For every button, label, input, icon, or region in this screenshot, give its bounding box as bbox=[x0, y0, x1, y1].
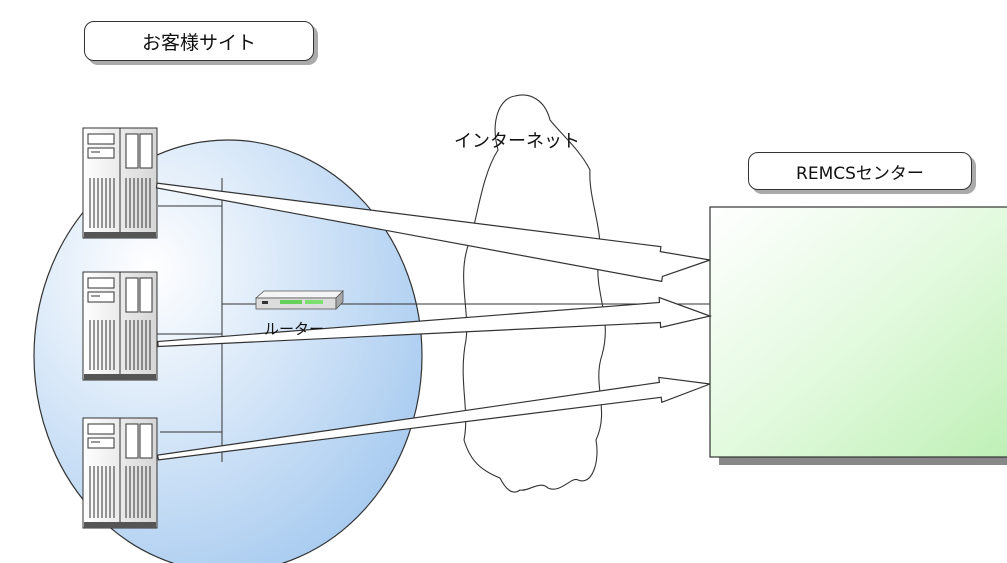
router-label: ルーター bbox=[264, 320, 325, 338]
server-icon bbox=[82, 127, 158, 239]
server-icon bbox=[82, 417, 158, 529]
router-icon bbox=[254, 290, 344, 310]
arrow-icon bbox=[157, 296, 713, 348]
arrow-icon bbox=[155, 182, 711, 283]
server-icon bbox=[82, 271, 158, 381]
remcs-center-box bbox=[709, 206, 1007, 465]
internet-label: インターネット bbox=[454, 131, 580, 152]
cloud-icon bbox=[462, 94, 606, 493]
customer-site-label: お客様サイト bbox=[84, 21, 314, 61]
remcs-center-label-text: REMCSセンター bbox=[796, 163, 924, 184]
arrow-icon bbox=[156, 376, 711, 461]
customer-site-label-text: お客様サイト bbox=[141, 31, 256, 54]
remcs-center-label: REMCSセンター bbox=[748, 152, 972, 190]
